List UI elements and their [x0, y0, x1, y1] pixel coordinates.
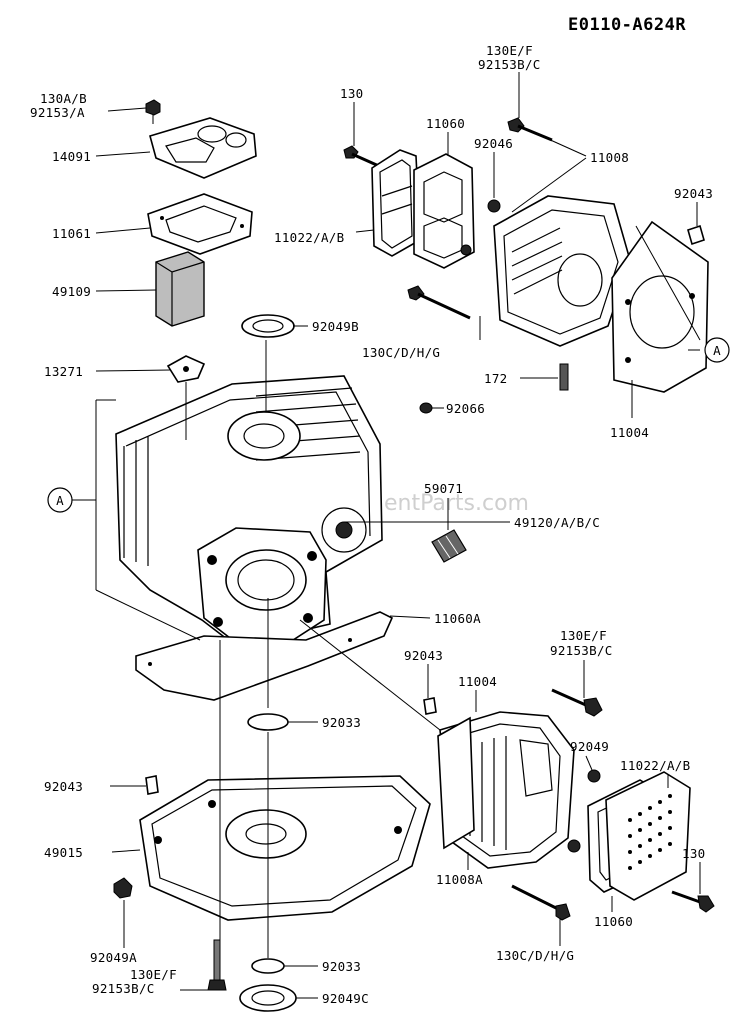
part-label: 11004 — [458, 674, 497, 689]
head-cover-lower-drawing — [605, 771, 691, 901]
bolt-130-lower-drawing — [671, 890, 715, 913]
part-label: 92033 — [322, 715, 361, 730]
o-ring-92033-upper-drawing — [247, 713, 289, 731]
crankcase-gasket-drawing — [135, 611, 394, 701]
callout-a-left: A — [47, 487, 73, 513]
part-label: 11008A — [436, 872, 483, 887]
dowel-92043-lower-drawing — [423, 697, 437, 715]
stud-172-drawing — [559, 363, 569, 391]
cylinder-head-gasket-lower-drawing — [437, 716, 475, 850]
callout-a-right-label: A — [713, 343, 721, 358]
bolt-130ab-drawing — [145, 99, 161, 124]
o-ring-92033-lower-drawing — [251, 958, 285, 974]
crankcase-drawing — [115, 375, 383, 647]
part-label: 172 — [484, 371, 507, 386]
part-label: 130E/F — [486, 43, 533, 58]
part-label: 11061 — [52, 226, 91, 241]
part-label: 92153B/C — [92, 981, 155, 996]
breather-cover-drawing — [149, 117, 257, 179]
part-label: 130E/F — [560, 628, 607, 643]
plate-13271-drawing — [166, 355, 206, 383]
breather-gasket-drawing — [147, 193, 253, 255]
part-label: 11004 — [610, 425, 649, 440]
part-label: 92049A — [90, 950, 137, 965]
oil-pan-drawing — [139, 775, 431, 921]
bolt-130ef-lower-left-drawing — [207, 939, 227, 991]
dowel-92043-upper-drawing — [687, 224, 705, 246]
plug-92066-drawing — [419, 402, 433, 414]
part-label: 11060 — [594, 914, 633, 929]
part-label: 11022/A/B — [274, 230, 344, 245]
part-label: 59071 — [424, 481, 463, 496]
bolt-130cdhg-upper-drawing — [407, 285, 471, 320]
callout-a-right: A — [704, 337, 730, 363]
cylinder-head-gasket-upper-drawing — [611, 220, 709, 393]
plug-92049a-drawing — [113, 877, 133, 899]
part-label: 11060 — [426, 116, 465, 131]
part-label: 130A/B — [40, 91, 87, 106]
part-label: 49120/A/B/C — [514, 515, 600, 530]
cylinder-head-upper-drawing — [460, 195, 631, 347]
part-label: 130 — [682, 846, 705, 861]
seal-92049b-drawing — [241, 314, 295, 338]
head-gasket-upper-drawing — [413, 153, 475, 269]
part-label: 92043 — [404, 648, 443, 663]
dowel-92043-left-drawing — [145, 775, 159, 795]
diagram-code: E0110-A624R — [568, 15, 686, 35]
part-label: 13271 — [44, 364, 83, 379]
part-labels: 130E/F 92153B/C 130A/B 92153/A 130 14091… — [30, 43, 713, 1006]
part-label: 130C/D/H/G — [496, 948, 574, 963]
bolt-130ef-upper-drawing — [507, 117, 553, 142]
part-label: 11060A — [434, 611, 481, 626]
part-label: 130C/D/H/G — [362, 345, 440, 360]
bolt-130cdhg-lower-drawing — [511, 884, 571, 921]
part-label: 92153/A — [30, 105, 85, 120]
part-label: 92043 — [674, 186, 713, 201]
part-label: 92033 — [322, 959, 361, 974]
part-label: 49109 — [52, 284, 91, 299]
part-label: 92153B/C — [478, 57, 541, 72]
leader-lines — [72, 72, 701, 999]
part-label: 49015 — [44, 845, 83, 860]
part-label: 11008 — [590, 150, 629, 165]
part-label: 92046 — [474, 136, 513, 151]
part-label: 92066 — [446, 401, 485, 416]
part-label: 14091 — [52, 149, 91, 164]
part-label: 92153B/C — [550, 643, 613, 658]
seal-92049c-drawing — [239, 984, 297, 1012]
head-cover-upper-drawing — [371, 149, 421, 257]
part-label: 92043 — [44, 779, 83, 794]
part-label: 92049B — [312, 319, 359, 334]
bolt-130ef-lower-right-drawing — [551, 688, 603, 717]
part-59071-drawing — [431, 529, 467, 563]
part-label: 130E/F — [130, 967, 177, 982]
callout-a-left-label: A — [56, 493, 64, 508]
part-label: 92049C — [322, 991, 369, 1006]
breather-filter-drawing — [155, 251, 205, 327]
part-label: 92049 — [570, 739, 609, 754]
part-label: 130 — [340, 86, 363, 101]
part-label: 11022/A/B — [620, 758, 690, 773]
